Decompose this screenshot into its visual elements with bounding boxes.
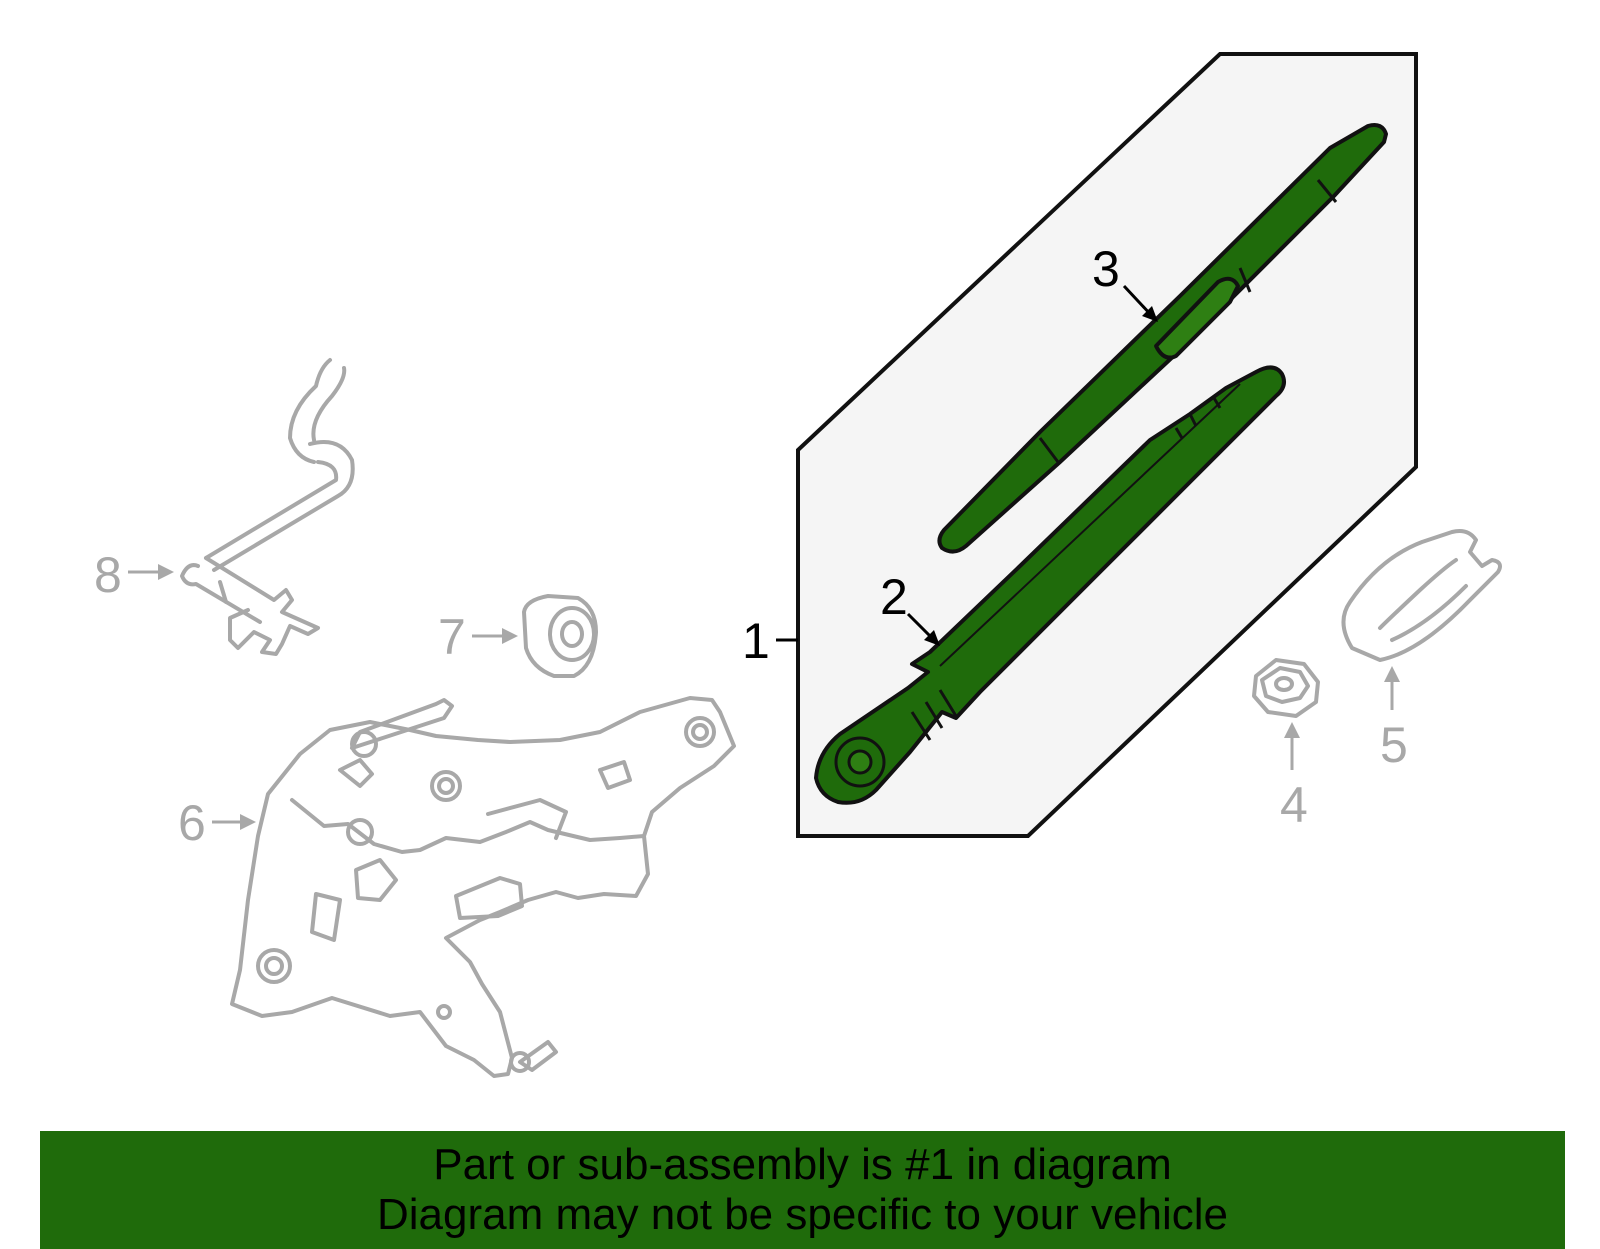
wiper-arm-part-2[interactable] [814,365,1286,805]
callout-8-label: 8 [94,547,122,603]
wiper-cap-part-5 [1341,529,1502,662]
callout-1-label: 1 [742,613,770,669]
callout-3: 3 [1092,241,1158,322]
wiper-blade-part-3[interactable] [937,123,1388,554]
callout-2-label: 2 [880,569,908,625]
banner-line-2: Diagram may not be specific to your vehi… [376,1190,1229,1239]
callout-8: 8 [94,547,174,603]
info-banner: Part or sub-assembly is #1 in diagram Di… [40,1131,1565,1249]
banner-line-1: Part or sub-assembly is #1 in diagram [433,1140,1172,1189]
callout-4-label: 4 [1280,777,1308,833]
callout-2: 2 [880,569,940,646]
callout-6: 6 [178,795,256,851]
callout-6-label: 6 [178,795,206,851]
nut-part-4 [1252,658,1320,718]
washer-hose-part-8 [180,358,355,656]
callout-4: 4 [1280,722,1308,833]
cover-cap-part-7 [522,594,598,678]
callout-3-label: 3 [1092,241,1120,297]
callout-7: 7 [438,609,518,665]
callout-7-label: 7 [438,609,466,665]
callout-1: 1 [742,613,798,669]
callout-5-label: 5 [1380,717,1408,773]
callout-5: 5 [1380,666,1408,773]
wiper-motor-part-6 [230,696,736,1078]
